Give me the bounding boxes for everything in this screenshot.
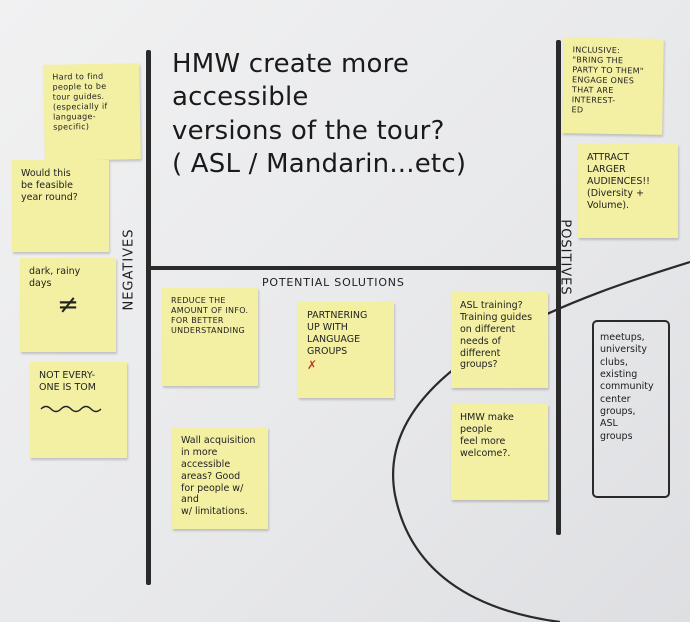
sticky-note-larger-audiences: ATTRACT LARGER AUDIENCES!! (Diversity + … xyxy=(578,144,678,238)
note-text: dark, rainy days xyxy=(29,266,81,289)
sticky-note-inclusive: INCLUSIVE: "BRING THE PARTY TO THEM" ENG… xyxy=(562,37,664,135)
note-text: Hard to find people to be tour guides. (… xyxy=(52,71,108,132)
note-text: HMW make people feel more welcome?. xyxy=(460,412,514,459)
hmw-title: HMW create more accessible versions of t… xyxy=(172,49,467,179)
sticky-note-not-everyone: NOT EVERY- ONE IS TOM xyxy=(30,362,127,458)
sticky-note-wall-acquisition: Wall acquisition in more accessible area… xyxy=(172,427,268,529)
resources-box: meetups, university clubs, existing comm… xyxy=(592,320,670,498)
red-star-mark: ✗ xyxy=(307,357,318,372)
right-vertical-line xyxy=(556,40,561,535)
sticky-note-language-groups: PARTNERING UP WITH LANGUAGE GROUPS ✗ xyxy=(298,302,394,398)
sticky-note-feel-welcome: HMW make people feel more welcome?. xyxy=(451,404,548,500)
note-text: ASL training? Training guides on differe… xyxy=(460,300,533,371)
sticky-note-asl-training: ASL training? Training guides on differe… xyxy=(451,292,548,388)
not-equal-symbol: ≠ xyxy=(57,289,79,320)
sticky-note-tour-guides: Hard to find people to be tour guides. (… xyxy=(43,63,141,161)
note-text: NOT EVERY- ONE IS TOM xyxy=(39,370,96,393)
note-text: REDUCE THE AMOUNT OF INFO. FOR BETTER UN… xyxy=(171,296,249,335)
arc-stroke xyxy=(392,260,690,622)
note-text: Wall acquisition in more accessible area… xyxy=(181,435,256,518)
left-vertical-line xyxy=(146,50,151,585)
sticky-note-rainy-days: dark, rainy days ≠ xyxy=(20,258,116,352)
sticky-note-reduce-info: REDUCE THE AMOUNT OF INFO. FOR BETTER UN… xyxy=(162,288,258,386)
note-text: Would this be feasible year round? xyxy=(21,168,78,203)
squiggle-underline xyxy=(40,405,102,412)
sticky-note-year-round: Would this be feasible year round? xyxy=(12,160,109,252)
positives-label: POSITIVES xyxy=(557,219,573,296)
potential-solutions-label: POTENTIAL SOLUTIONS xyxy=(262,276,405,289)
note-text: ATTRACT LARGER AUDIENCES!! (Diversity + … xyxy=(587,152,650,211)
negatives-label: NEGATIVES xyxy=(121,228,137,311)
horizontal-divider-line xyxy=(148,266,560,270)
note-text: INCLUSIVE: "BRING THE PARTY TO THEM" ENG… xyxy=(571,45,644,115)
note-text: PARTNERING UP WITH LANGUAGE GROUPS xyxy=(307,310,368,357)
